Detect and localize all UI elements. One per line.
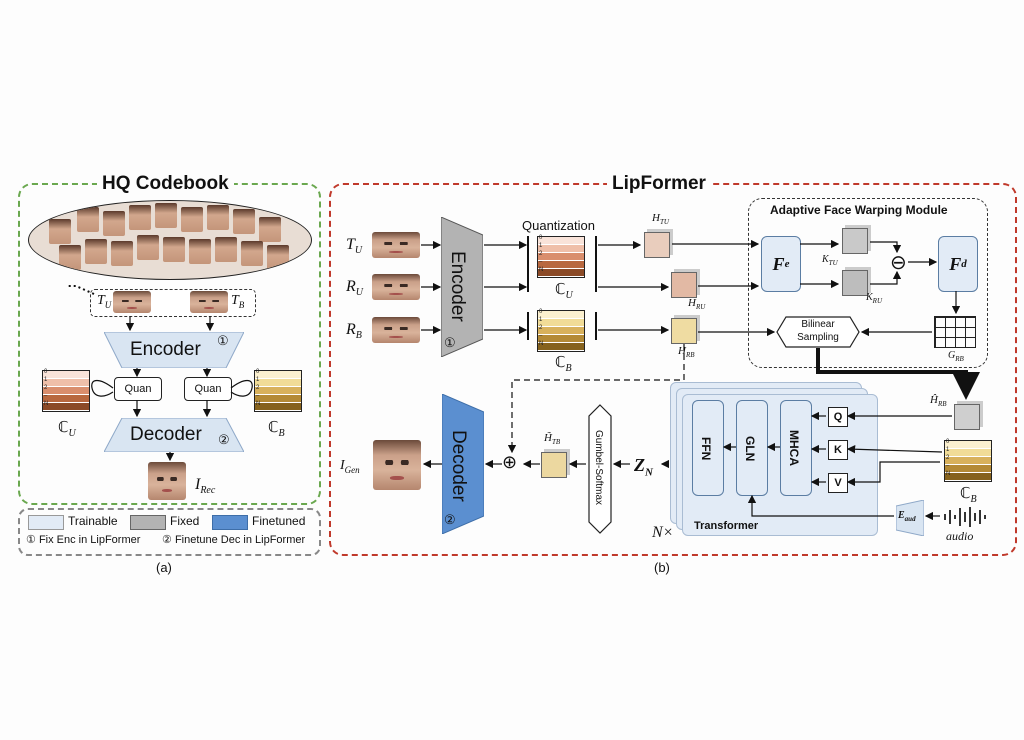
caption-b: (b) <box>654 560 670 575</box>
cu-a-label: ℂU <box>58 419 76 439</box>
htilde-tb-label: H̃TB <box>544 432 561 447</box>
decoder-a-num: ② <box>218 432 230 447</box>
afwm-box <box>748 198 988 368</box>
gumbel-softmax-shape <box>588 404 612 534</box>
encoder-a-label: Encoder <box>130 339 201 360</box>
encoder-a-shape <box>104 332 244 368</box>
legend-note-1: ① Fix Enc in LipFormer <box>26 534 141 546</box>
igen-label: IGen <box>340 458 360 475</box>
h-rb-label: HRB <box>678 345 695 360</box>
tu-face-image <box>113 291 151 313</box>
legend-finetuned-label: Finetuned <box>252 514 306 528</box>
htilde-tb-cube <box>541 452 567 478</box>
hq-codebook-title: HQ Codebook <box>97 173 234 195</box>
decoder-b-label: Decoder <box>448 430 469 502</box>
encoder-b-num: ① <box>444 335 456 350</box>
input-tu-label: TU <box>346 236 363 257</box>
legend-box <box>18 508 321 556</box>
cb-a-label: ℂB <box>268 419 285 439</box>
input-ru-label: RU <box>346 278 364 299</box>
input-rb-image <box>372 317 420 343</box>
zn-label: ZN <box>634 455 653 479</box>
audio-waveform-icon <box>944 507 986 527</box>
decoder-a-shape <box>104 418 244 452</box>
decoder-b-num: ② <box>444 512 456 527</box>
lipformer-title: LipFormer <box>607 173 711 195</box>
input-rb-label: RB <box>346 321 362 342</box>
bilinear-sampling-label: Bilinear Sampling <box>797 319 839 343</box>
legend-fixed-label: Fixed <box>170 514 200 528</box>
legend-fixed-swatch <box>130 515 166 530</box>
codebook-b-b: 0 1 2 – N <box>537 309 585 352</box>
minus-operator: ⊖ <box>890 252 907 274</box>
quan-right-box: Quan <box>184 377 232 401</box>
tb-face-image <box>190 291 228 313</box>
legend-trainable-swatch <box>28 515 64 530</box>
codebook-b-transformer: 0 1 2 – N <box>944 439 992 482</box>
codebook-u-a: 0 1 2 – N <box>42 369 90 412</box>
hhat-rb-cube <box>954 404 980 430</box>
e-aud-label: Eaud <box>898 510 916 523</box>
plus-operator: ⊕ <box>502 452 518 472</box>
h-tu-cube <box>644 232 670 258</box>
h-rb-cube <box>671 318 697 344</box>
n-times-label: N× <box>652 524 674 541</box>
decoder-a-label: Decoder <box>130 424 202 445</box>
quantization-label: Quantization <box>522 218 595 233</box>
irec-face-image <box>148 462 186 500</box>
k-ru-label: KRU <box>866 292 883 305</box>
k-tu-label: KTU <box>822 254 838 267</box>
legend-finetuned-swatch <box>212 515 248 530</box>
k-ru-cube <box>842 270 868 296</box>
encoder-b-shape <box>441 217 483 357</box>
h-ru-cube <box>671 272 697 298</box>
transformer-label: Transformer <box>694 520 759 532</box>
bilinear-sampling-shape <box>776 316 860 348</box>
tb-label: TB <box>231 293 245 310</box>
cb-transformer-label: ℂB <box>960 485 977 505</box>
input-ru-image <box>372 274 420 300</box>
encoder-b-label: Encoder <box>447 250 468 322</box>
quan-left-box: Quan <box>114 377 162 401</box>
input-tu-image <box>372 232 420 258</box>
decoder-b-shape <box>442 394 484 534</box>
afwm-title: Adaptive Face Warping Module <box>770 203 948 217</box>
cu-b-label: ℂU <box>555 281 573 301</box>
igen-face-image <box>373 440 421 490</box>
caption-a: (a) <box>156 560 172 575</box>
irec-label: IRec <box>195 476 216 497</box>
tu-label: TU <box>97 293 112 310</box>
cb-b-label: ℂB <box>555 354 572 374</box>
mhca-box: MHCA <box>780 400 812 496</box>
g-rb-label: GRB <box>948 350 964 363</box>
codebook-u-b: 0 1 2 – N <box>537 235 585 278</box>
h-ru-label: HRU <box>688 297 706 312</box>
h-tu-label: HTU <box>652 212 669 227</box>
audio-label: audio <box>946 529 974 543</box>
hhat-rb-label: ĤRB <box>930 394 947 409</box>
grid-g-rb <box>934 316 976 348</box>
q-box: Q <box>828 407 848 427</box>
audio-encoder-shape <box>896 500 924 536</box>
legend-note-2: ② Finetune Dec in LipFormer <box>162 534 306 546</box>
legend-trainable-label: Trainable <box>68 514 118 528</box>
encoder-a-num: ① <box>217 333 229 348</box>
codebook-b-a: 0 1 2 – N <box>254 369 302 412</box>
k-tu-cube <box>842 228 868 254</box>
face-dataset-ellipse <box>28 200 312 280</box>
gumbel-softmax-label: Gumbel-Softmax <box>593 430 604 506</box>
